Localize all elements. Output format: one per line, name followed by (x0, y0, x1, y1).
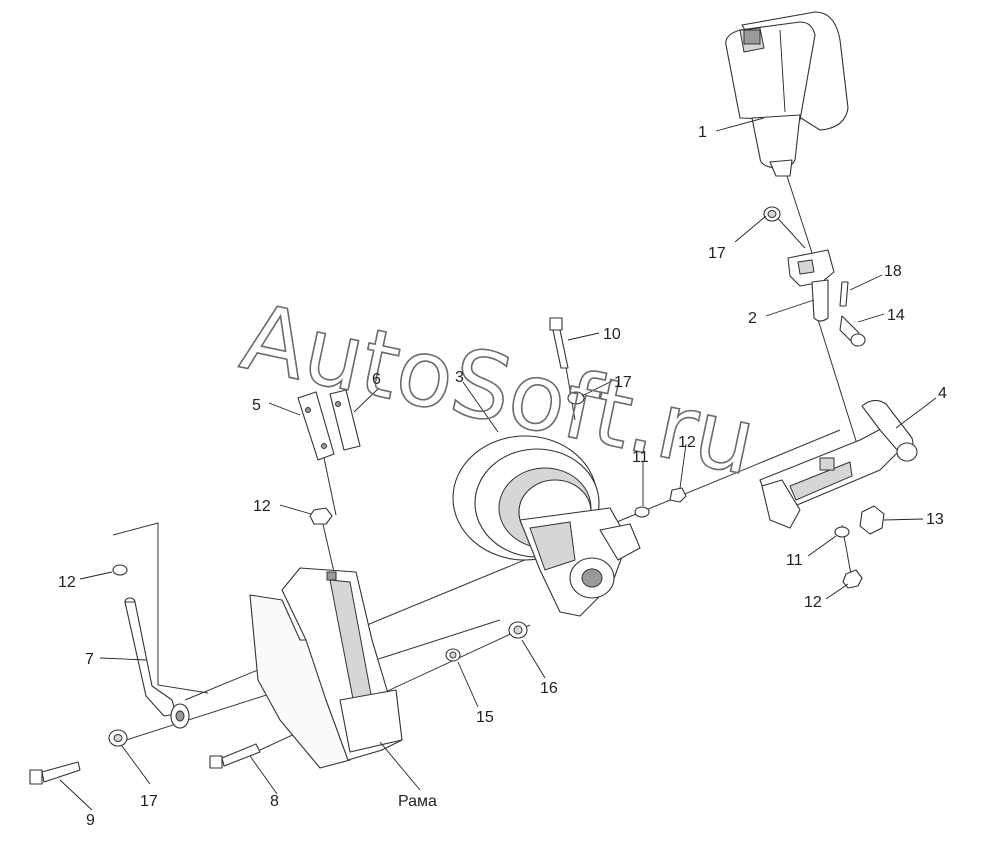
lever-arm-icon (759, 399, 918, 529)
compressor-washer-icon (634, 506, 650, 518)
compressor-nut-icon (669, 487, 687, 503)
shim-plate-icon (297, 391, 335, 461)
label-frame: Рама (398, 793, 437, 810)
label-part-5: 5 (252, 397, 261, 414)
long-bolt-icon (29, 761, 81, 785)
adjusting-plate-icon (329, 389, 361, 451)
spacer-washer-icon (445, 648, 461, 662)
label-part-12-mid: 12 (678, 434, 696, 451)
pneumatic-cylinder-icon (725, 11, 849, 177)
label-part-12-rod: 12 (58, 574, 76, 591)
lever-nut-icon (859, 505, 885, 535)
label-part-18: 18 (884, 263, 902, 280)
label-part-9: 9 (86, 812, 95, 829)
label-part-3: 3 (455, 369, 464, 386)
label-part-17-bottom: 17 (140, 793, 158, 810)
thrust-washer-icon (508, 621, 528, 639)
vertical-bolt-icon (549, 317, 569, 369)
rod-washer-icon (108, 729, 128, 747)
label-part-7: 7 (85, 651, 94, 668)
label-part-2: 2 (748, 310, 757, 327)
label-part-12-right: 12 (804, 594, 822, 611)
label-part-17-mid: 17 (614, 374, 632, 391)
bolt-washer-icon (567, 391, 585, 405)
leader-lines (59, 117, 937, 811)
label-part-17-top: 17 (708, 245, 726, 262)
clevis-pin-icon (839, 315, 866, 347)
label-part-13: 13 (926, 511, 944, 528)
frame-bracket-icon (249, 567, 403, 769)
label-part-16: 16 (540, 680, 558, 697)
label-part-1: 1 (698, 124, 707, 141)
label-part-8: 8 (270, 793, 279, 810)
label-part-12-left: 12 (253, 498, 271, 515)
label-part-11-right: 11 (786, 552, 803, 569)
label-part-15: 15 (476, 709, 494, 726)
label-part-14: 14 (887, 307, 905, 324)
clevis-fork-icon (787, 249, 835, 322)
bracket-nut-icon (309, 507, 333, 525)
hex-nut-icon (842, 569, 863, 589)
lock-washer-icon (834, 526, 850, 538)
bracket-bolt-icon (209, 743, 261, 769)
cotter-pin-icon (839, 281, 849, 307)
label-part-4: 4 (938, 385, 947, 402)
compressor-housing-icon (452, 435, 641, 617)
label-part-10: 10 (603, 326, 621, 343)
label-part-11-mid: 11 (632, 449, 649, 466)
label-part-6: 6 (372, 371, 381, 388)
adjusting-rod-icon (112, 564, 190, 729)
washer-icon (763, 206, 781, 222)
callout-labels: 1 17 18 2 14 10 17 3 4 6 5 11 12 13 11 1… (58, 124, 947, 829)
